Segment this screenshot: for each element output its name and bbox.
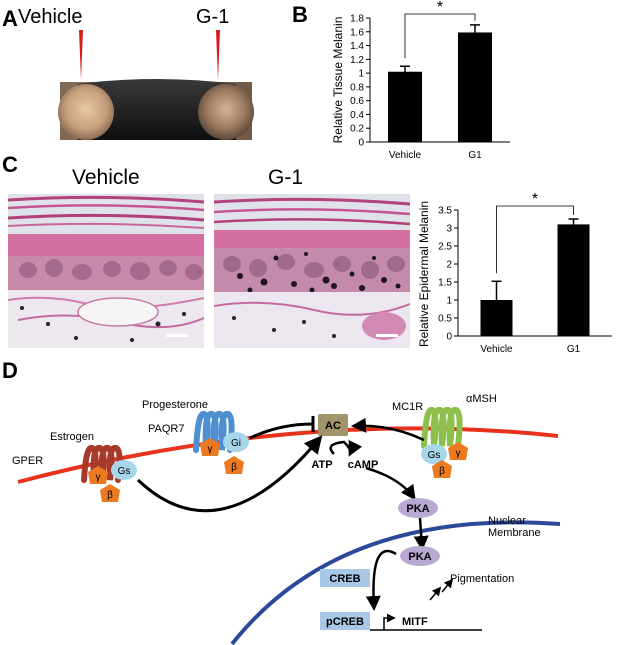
histology-vehicle bbox=[8, 194, 204, 348]
ac-box bbox=[318, 414, 348, 436]
chart-b-ytick-label: 1.8 bbox=[350, 14, 364, 25]
mouse-head bbox=[78, 79, 236, 140]
chart-b-ytick-label: 0 bbox=[358, 138, 364, 149]
pcreb-box bbox=[320, 612, 370, 630]
chart-b-bar bbox=[458, 32, 492, 142]
mc1r-beta: β bbox=[439, 466, 445, 477]
chart-c-ytick-label: 3.5 bbox=[438, 206, 452, 217]
chart-c-ytick-label: 1 bbox=[446, 296, 452, 307]
nuclear-membrane-label: Nuclear Membrane bbox=[488, 515, 541, 539]
panel-c-g1-label: G-1 bbox=[268, 166, 304, 189]
chart-b-xtick-label: G1 bbox=[468, 150, 482, 160]
chart-b-ytick-label: 1.6 bbox=[350, 27, 364, 38]
chart-b-significance-bracket bbox=[404, 13, 476, 59]
chart-b-bar bbox=[388, 71, 422, 142]
vehicle-marker bbox=[79, 30, 83, 80]
chart-c-ytick-label: 3 bbox=[446, 224, 452, 235]
gper-beta: β bbox=[107, 490, 113, 501]
g1-ear bbox=[198, 84, 254, 140]
gper-to-ac-arrow bbox=[136, 435, 323, 513]
pka-cytoplasm bbox=[398, 498, 438, 518]
gper-gamma: γ bbox=[96, 472, 101, 483]
chart-b-significance-star: * bbox=[437, 0, 443, 16]
mc1r-g-protein: Gs γ β bbox=[421, 442, 468, 478]
mc1r-to-ac-arrow bbox=[351, 417, 425, 442]
gper-g-protein: γ Gs β bbox=[88, 460, 137, 502]
amsh-label: αMSH bbox=[466, 393, 497, 405]
pigmentation-label: Pigmentation bbox=[450, 573, 514, 585]
scale-bar-vehicle bbox=[166, 334, 188, 337]
chart-b-ytick-label: 0.8 bbox=[350, 82, 364, 93]
scale-bar-g1 bbox=[376, 334, 398, 337]
chart-b-ytick-label: 1.4 bbox=[350, 41, 364, 52]
pathway-diagram: Estrogen GPER γ Gs β Progesterone PAQR7 … bbox=[12, 393, 561, 645]
camp-label: cAMP bbox=[348, 459, 379, 471]
pka-cytoplasm-label: PKA bbox=[406, 503, 429, 515]
atp-camp-arrow bbox=[329, 439, 363, 457]
panel-a-vehicle-label: Vehicle bbox=[18, 6, 83, 28]
progesterone-label: Progesterone bbox=[142, 399, 208, 411]
mitf-label: MITF bbox=[402, 616, 428, 628]
chart-c-ytick-label: 2.5 bbox=[438, 242, 452, 253]
chart-b-ylabel: Relative Tissue Melanin bbox=[331, 17, 345, 144]
vehicle-ear bbox=[58, 84, 114, 140]
chart-c-significance-star: * bbox=[532, 191, 538, 208]
panel-letter-a: A bbox=[2, 6, 18, 31]
transcription-start bbox=[383, 613, 396, 630]
chart-b-ytick-label: 1 bbox=[358, 69, 364, 80]
mc1r-receptor bbox=[421, 407, 463, 449]
chart-c-ylabel: Relative Epidermal Melanin bbox=[417, 201, 431, 347]
chart-b-ytick-label: 0.6 bbox=[350, 96, 364, 107]
histology-g1 bbox=[214, 194, 410, 348]
atp-label: ATP bbox=[311, 459, 332, 471]
pka-translocation-arrow bbox=[413, 517, 429, 551]
estrogen-label: Estrogen bbox=[50, 431, 94, 443]
chart-c-ytick-label: 1.5 bbox=[438, 278, 452, 289]
panel-letter-b: B bbox=[292, 2, 308, 27]
mc1r-gamma: γ bbox=[456, 448, 461, 459]
chart-b-ytick-label: 1.2 bbox=[350, 55, 364, 66]
chart-c-xtick-label: Vehicle bbox=[480, 344, 513, 355]
chart-b: Relative Tissue Melanin 0 0.2 0.4 0.6 0.8 1 1.… bbox=[331, 0, 510, 160]
chart-c-significance-bracket bbox=[496, 205, 574, 274]
mouse-ear-photo bbox=[58, 30, 254, 140]
creb-box bbox=[320, 569, 370, 587]
mc1r-label: MC1R bbox=[392, 401, 423, 413]
paqr7-gamma: γ bbox=[208, 444, 213, 455]
chart-c-ytick-label: 0.5 bbox=[438, 314, 452, 325]
gper-gs: Gs bbox=[118, 466, 131, 477]
pka-to-pcreb-arrow bbox=[365, 549, 397, 611]
chart-b-ytick-label: 0.2 bbox=[350, 124, 364, 135]
chart-b-xtick-label: Vehicle bbox=[389, 150, 422, 160]
chart-c-ytick-label: 0 bbox=[446, 332, 452, 343]
panel-a-g1-label: G-1 bbox=[196, 6, 230, 28]
gper-label: GPER bbox=[12, 455, 43, 467]
mc1r-gs: Gs bbox=[428, 450, 441, 461]
paqr7-g-protein: γ Gi β bbox=[200, 432, 249, 474]
ac-label: AC bbox=[325, 420, 341, 432]
chart-c-ytick-label: 2 bbox=[446, 260, 452, 271]
chart-c-xtick-label: G1 bbox=[567, 344, 581, 355]
paqr7-gi: Gi bbox=[231, 438, 241, 449]
panel-letter-d: D bbox=[2, 358, 18, 383]
pka-nucleus bbox=[400, 546, 440, 566]
pcreb-label: pCREB bbox=[326, 616, 364, 628]
panel-letter-c: C bbox=[2, 152, 18, 177]
chart-b-ytick-label: 0.4 bbox=[350, 110, 364, 121]
nuclear-membrane bbox=[230, 520, 561, 645]
chart-c-bar bbox=[557, 224, 590, 336]
paqr7-beta: β bbox=[231, 462, 237, 473]
pka-nucleus-label: PKA bbox=[408, 551, 431, 563]
panel-c-vehicle-label: Vehicle bbox=[72, 166, 140, 189]
paqr7-label: PAQR7 bbox=[148, 423, 184, 435]
camp-to-pka-arrow bbox=[365, 466, 416, 501]
creb-label: CREB bbox=[329, 573, 360, 585]
chart-c: Relative Epidermal Melanin 0 0.5 1 1.5 2 2.5 3… bbox=[417, 191, 612, 355]
g1-marker bbox=[216, 30, 220, 80]
